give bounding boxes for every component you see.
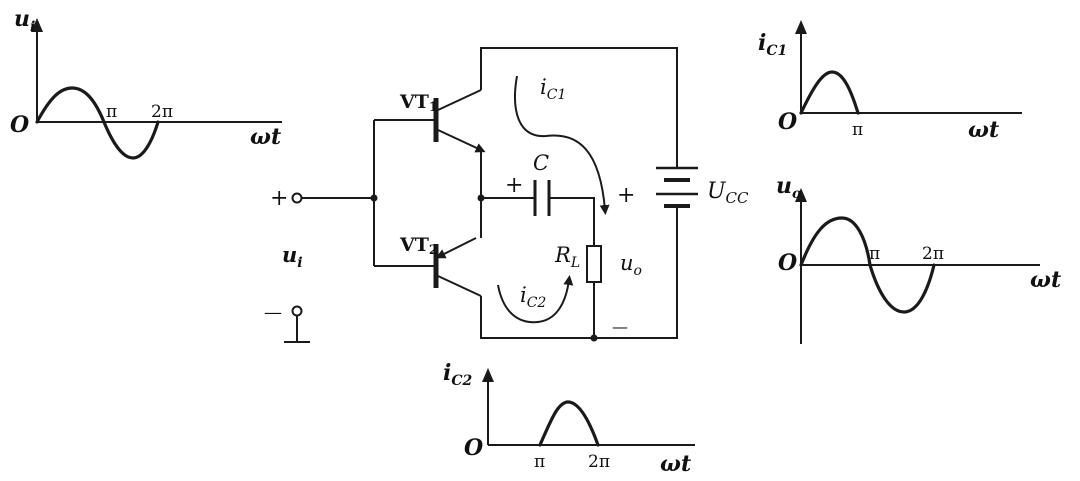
vt2-label: VT2 xyxy=(399,234,438,258)
ic2-origin: O xyxy=(464,435,483,461)
ui-sine-wave xyxy=(35,86,160,160)
vt1-transistor: VT1 xyxy=(399,89,486,153)
ui-tick-pi: π xyxy=(106,102,117,122)
rl-label: RL xyxy=(554,243,580,271)
ic2-tick-pi: π xyxy=(534,452,545,472)
vt1-emitter xyxy=(437,129,486,153)
ic1-flow-arrow xyxy=(514,75,610,215)
ic1-current-label: iC1 xyxy=(540,75,566,103)
ui-origin: O xyxy=(10,112,29,138)
uo-sine-wave xyxy=(799,216,936,314)
ic2-xlabel: ωt xyxy=(660,451,691,477)
ui-y-arrow xyxy=(31,18,43,32)
input-plus-terminal xyxy=(291,192,303,204)
capacitor-plus: + xyxy=(505,173,523,198)
ic2-half-wave xyxy=(538,400,600,447)
vt1-label: VT1 xyxy=(399,91,438,115)
ic1-origin: O xyxy=(778,109,797,135)
vt2-emitter xyxy=(435,237,477,259)
ic2-current-label: iC2 xyxy=(520,283,546,311)
uo-origin: O xyxy=(778,250,797,276)
input-minus-terminal xyxy=(291,305,303,317)
ic1-ylabel: iC1 xyxy=(758,30,787,59)
input-plus-sign: + xyxy=(270,186,288,211)
vt2-collector xyxy=(437,275,482,297)
capacitor-label: C xyxy=(533,151,549,175)
supply-plus-sign: + xyxy=(617,183,635,208)
cap-right-wire xyxy=(550,197,595,246)
ic2-y-arrow xyxy=(482,368,494,382)
ui-ylabel: ui xyxy=(14,6,35,35)
circuit: + — ui VT1 VT2 C xyxy=(264,47,749,343)
supply-label: UCC xyxy=(707,179,749,207)
ic1-y-arrow xyxy=(795,20,807,34)
supply-minus-sign: — xyxy=(612,317,628,336)
ic2-flow-arrow xyxy=(497,275,574,324)
ui-waveform-graph: ui O π 2π ωt xyxy=(10,6,282,160)
ui-tick-2pi: 2π xyxy=(151,102,173,122)
base-node xyxy=(370,194,378,202)
bottom-rail xyxy=(480,218,678,339)
load-resistor xyxy=(586,245,602,283)
ic2-waveform-graph: iC2 O π 2π ωt xyxy=(443,360,695,477)
uo-y-arrow xyxy=(795,188,807,202)
vt2-transistor: VT2 xyxy=(399,234,482,297)
ic1-tick-pi: π xyxy=(852,120,863,140)
top-rail xyxy=(480,47,678,168)
output-voltage-label: uo xyxy=(620,251,642,279)
input-minus-sign: — xyxy=(264,302,282,323)
input-voltage-label: ui xyxy=(282,242,303,271)
uo-tick-pi: π xyxy=(869,244,880,264)
uo-ylabel: uo xyxy=(776,173,801,202)
ic1-half-wave xyxy=(799,70,860,115)
ic1-xlabel: ωt xyxy=(968,117,999,143)
uo-xlabel: ωt xyxy=(1030,267,1061,293)
ic2-ylabel: iC2 xyxy=(443,360,473,389)
ic1-waveform-graph: iC1 O π ωt xyxy=(758,20,1022,143)
ui-xlabel: ωt xyxy=(250,124,281,150)
uo-tick-2pi: 2π xyxy=(922,244,944,264)
uo-waveform-graph: uo O π 2π ωt xyxy=(776,173,1061,344)
ic2-tick-2pi: 2π xyxy=(588,452,610,472)
vt1-collector xyxy=(437,89,482,111)
